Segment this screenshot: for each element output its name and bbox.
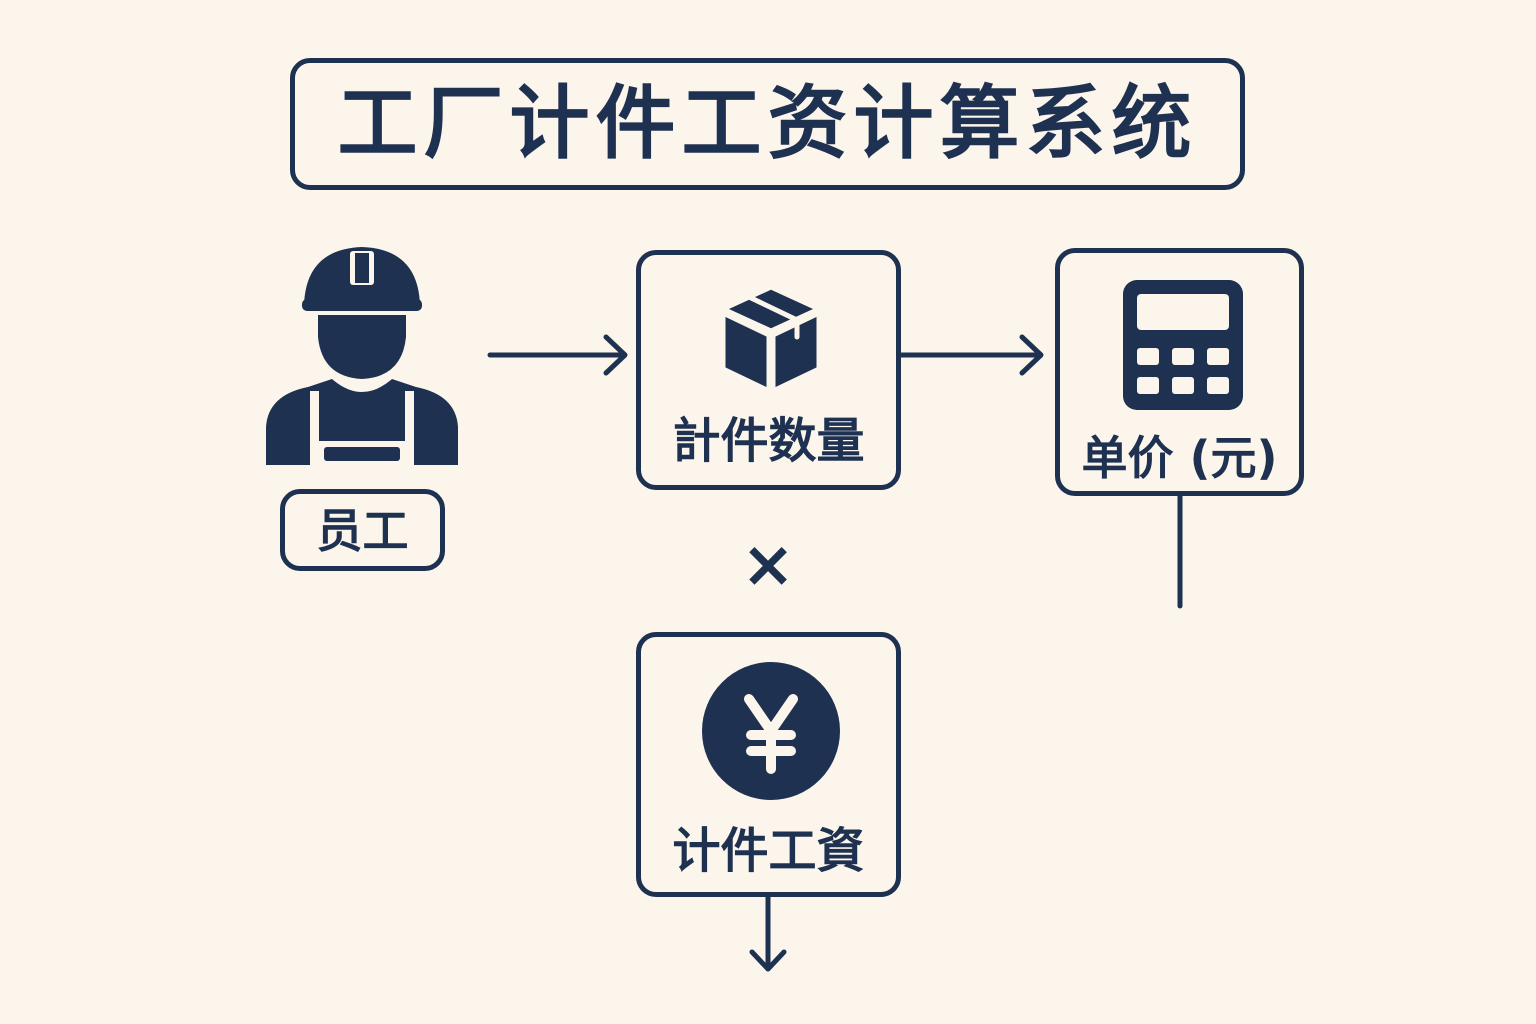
wage-label: 计件工資 xyxy=(672,823,865,879)
arrow-quantity-to-unit-price xyxy=(897,334,1044,376)
unit-price-node: 单价 (元) xyxy=(1055,248,1304,496)
quantity-label: 計件数量 xyxy=(672,413,865,469)
quantity-node: 計件数量 xyxy=(636,250,901,490)
box-icon xyxy=(720,284,822,394)
employee-label: 员工 xyxy=(316,504,409,558)
yen-icon xyxy=(702,662,840,800)
wage-node: 计件工資 xyxy=(636,632,901,897)
unit-price-label: 单价 (元) xyxy=(1081,431,1278,485)
employee-label-box: 员工 xyxy=(280,489,445,571)
multiply-operator: × xyxy=(741,528,795,602)
worker-icon xyxy=(266,247,458,465)
calculator-icon xyxy=(1123,280,1243,410)
page-title: 工厂计件工资计算系统 xyxy=(337,77,1198,170)
title-box: 工厂计件工资计算系统 xyxy=(290,58,1245,190)
employee-node: 员工 xyxy=(262,245,462,575)
arrow-employee-to-quantity xyxy=(487,334,628,376)
arrow-wage-down xyxy=(749,892,787,972)
